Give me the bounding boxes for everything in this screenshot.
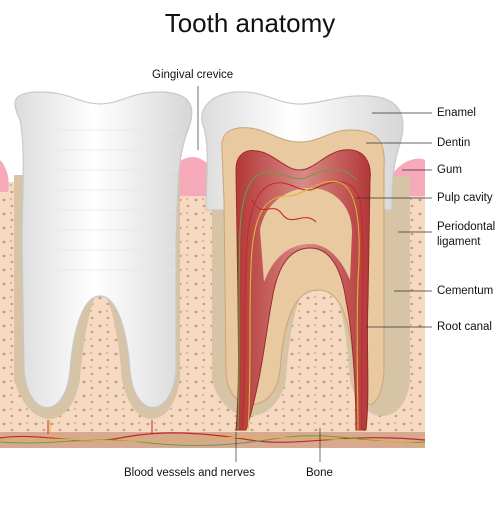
inner-dentin: [260, 188, 352, 282]
lower-nerve-yellow: [0, 436, 426, 445]
label-root-canal: Root canal: [437, 321, 492, 333]
left-tooth-texture: [24, 129, 178, 271]
label-cementum: Cementum: [437, 285, 494, 297]
label-bone: Bone: [306, 467, 333, 479]
leader-lines: [197, 86, 432, 462]
blood-vessels-and-nerves: [237, 169, 364, 431]
label-gingival-crevice: Gingival crevice: [152, 69, 234, 81]
label-blood-vessels-and-nerves: Blood vessels and nerves: [124, 467, 256, 479]
gum-middle: [168, 157, 218, 196]
label-periodontal-ligament-line1: Periodontal: [437, 221, 496, 233]
label-pulp-cavity: Pulp cavity: [437, 192, 493, 204]
label-dentin: Dentin: [437, 137, 471, 149]
diagram-title: Tooth anatomy: [164, 8, 336, 38]
left-tooth-vessels: [47, 420, 153, 434]
lower-vessel-green: [0, 435, 426, 446]
label-enamel: Enamel: [437, 107, 476, 119]
label-periodontal-ligament-line2: ligament: [437, 236, 481, 248]
label-gum: Gum: [437, 164, 462, 176]
gum-left: [0, 160, 9, 192]
